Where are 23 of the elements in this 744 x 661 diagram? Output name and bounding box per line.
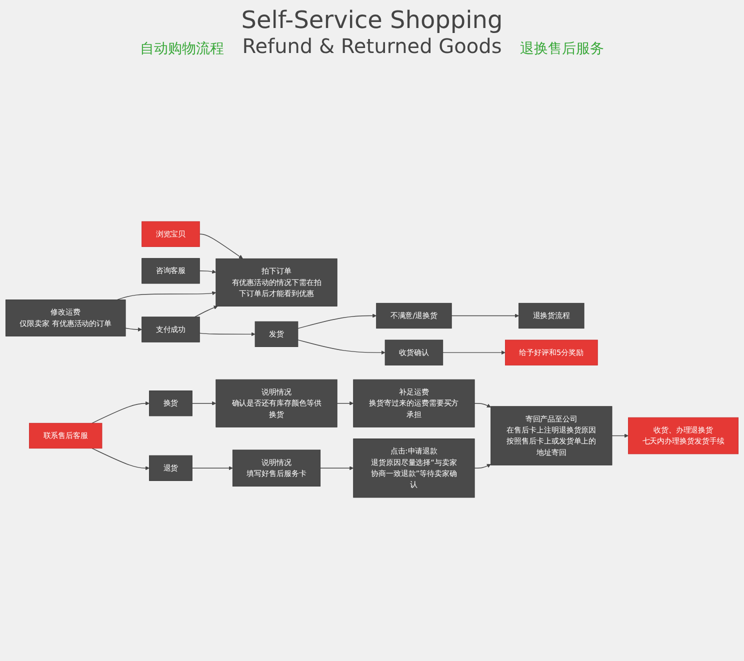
subtitle: 退换售后服务 xyxy=(520,40,604,58)
arrow xyxy=(320,466,354,470)
arrow xyxy=(192,466,233,470)
arrow xyxy=(336,401,354,406)
section-heading: Refund & Returned Goods xyxy=(242,34,502,58)
arrow xyxy=(92,401,150,424)
arrow xyxy=(442,350,506,355)
arrow xyxy=(474,403,492,408)
arrow xyxy=(125,327,142,332)
arrow xyxy=(199,234,243,259)
arrow xyxy=(92,448,150,470)
arrow xyxy=(199,270,216,274)
subtitle: 自动购物流程 xyxy=(140,40,224,58)
arrow xyxy=(194,306,218,318)
arrow xyxy=(451,314,519,318)
arrow xyxy=(612,434,628,438)
title: Self-Service Shopping xyxy=(241,6,503,34)
arrow xyxy=(192,401,216,406)
arrow xyxy=(116,291,216,300)
arrow xyxy=(199,332,256,336)
arrow xyxy=(298,314,377,329)
arrow xyxy=(298,340,386,355)
arrow xyxy=(474,464,492,468)
